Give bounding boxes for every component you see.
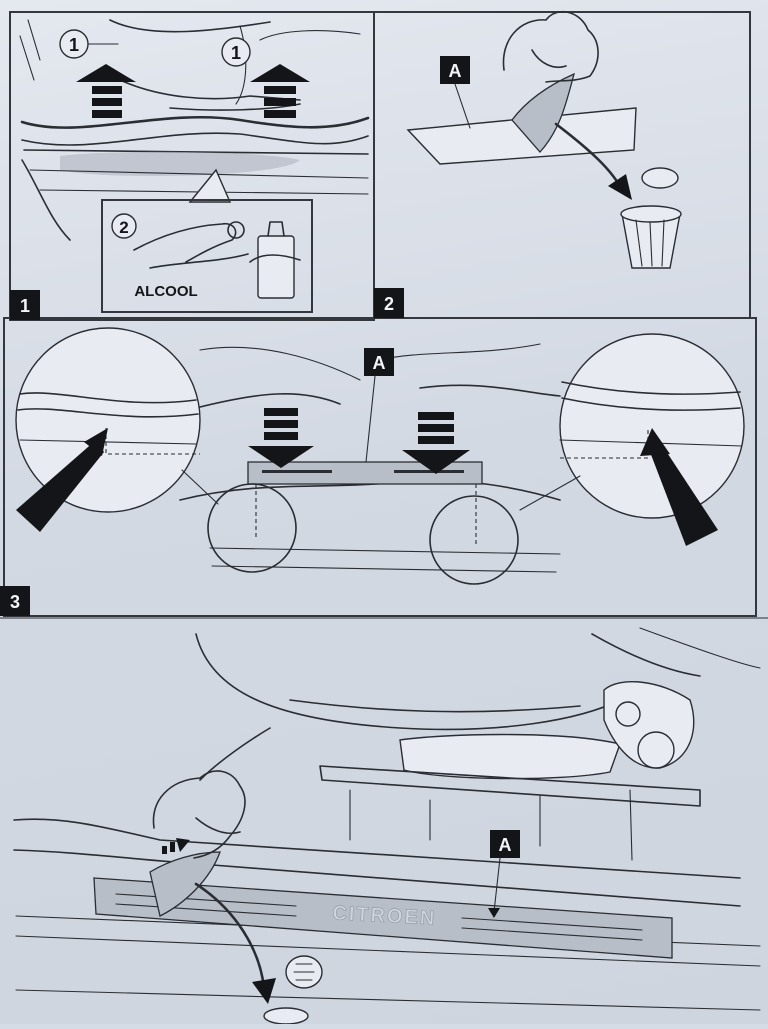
- panel-2: A 2: [374, 10, 682, 318]
- part-label-a-panel-4: A: [490, 830, 520, 858]
- lift-arrow-left: [76, 64, 136, 118]
- press-arrow-left: [248, 408, 314, 468]
- svg-text:ALCOOL: ALCOOL: [134, 283, 197, 300]
- trash-bin-icon-panel-4: [263, 955, 323, 1025]
- part-label-a-panel-3: A: [364, 348, 394, 376]
- panel-3-number: 3: [0, 586, 30, 616]
- panel-4: CITROEN A: [13, 627, 761, 1025]
- lift-arrow-right: [250, 64, 310, 118]
- svg-text:1: 1: [20, 296, 30, 316]
- callout-1a: 1: [59, 29, 89, 59]
- detail-magnifier-left: [15, 327, 201, 532]
- panel-1: 1 1 2 ALCOOL 1: [10, 19, 370, 320]
- svg-text:A: A: [373, 353, 386, 373]
- trim-strip-a: [247, 461, 483, 485]
- panel-2-frame: [373, 11, 751, 319]
- adhesive-backing: [511, 72, 575, 153]
- svg-text:A: A: [449, 61, 462, 81]
- svg-text:2: 2: [119, 218, 128, 237]
- svg-text:2: 2: [384, 294, 394, 314]
- cleaning-inset: 2 ALCOOL: [101, 168, 313, 313]
- panel-1-number: 1: [10, 290, 40, 320]
- trash-bin-icon: [620, 167, 682, 269]
- pull-direction-arrow: [162, 838, 190, 854]
- press-arrow-right: [402, 412, 470, 474]
- svg-text:1: 1: [69, 35, 79, 55]
- panel-3: A: [0, 327, 745, 616]
- part-label-a: A: [440, 56, 470, 84]
- svg-text:1: 1: [231, 43, 241, 63]
- sill-trim-plate: CITROEN: [93, 877, 673, 959]
- callout-1b: 1: [221, 37, 251, 67]
- svg-text:3: 3: [10, 592, 20, 612]
- detail-magnifier-right: [559, 333, 745, 546]
- svg-text:A: A: [499, 835, 512, 855]
- panel-2-number: 2: [374, 288, 404, 318]
